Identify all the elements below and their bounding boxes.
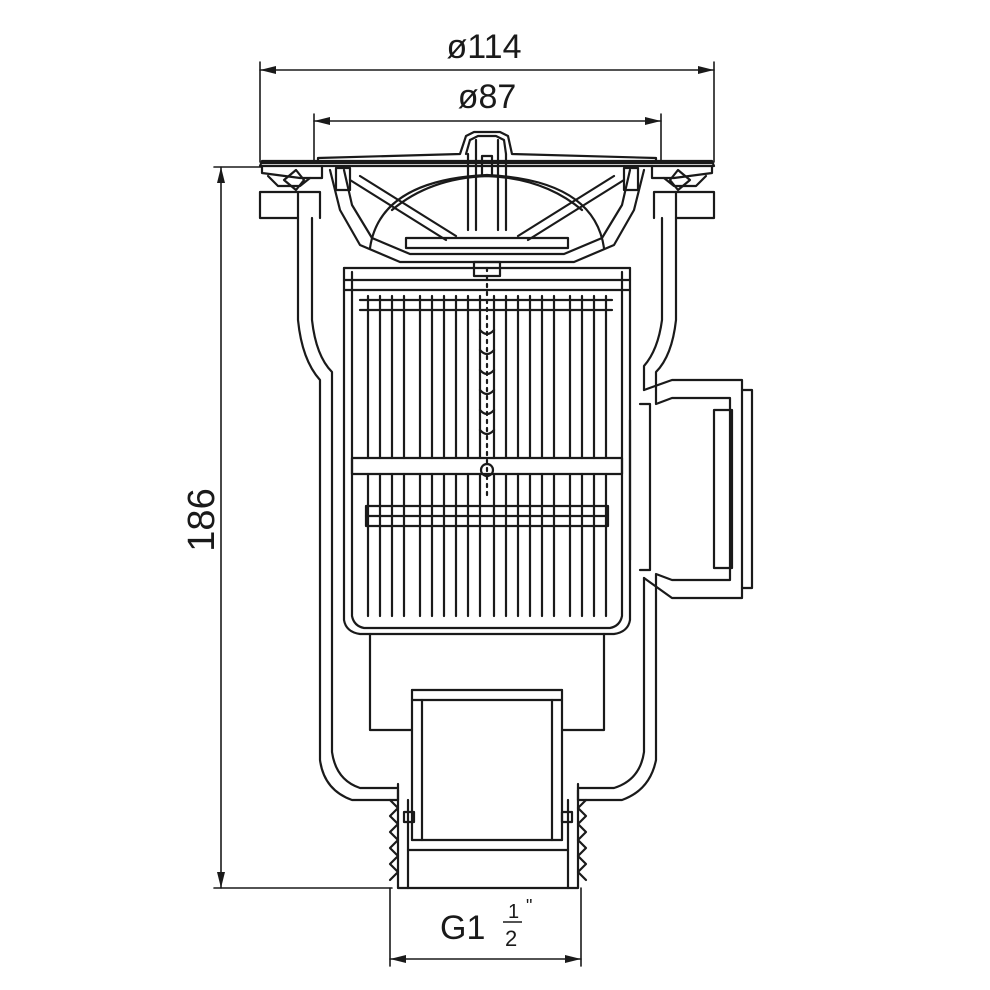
top-grate [258,130,716,264]
dimension-lines [213,61,715,967]
thread-denominator: 2 [505,926,517,951]
height-label: 186 [181,488,223,551]
inner-diameter-label: ø87 [458,78,517,116]
drain-outlet [368,632,606,890]
filter-basket [342,260,632,636]
thread-size-label: G1 1 2 " [440,896,532,951]
thread-unit: " [526,896,532,916]
outer-diameter-label: ø114 [447,28,522,66]
thread-prefix: G1 [440,909,485,947]
thread-numerator: 1 [508,901,519,923]
